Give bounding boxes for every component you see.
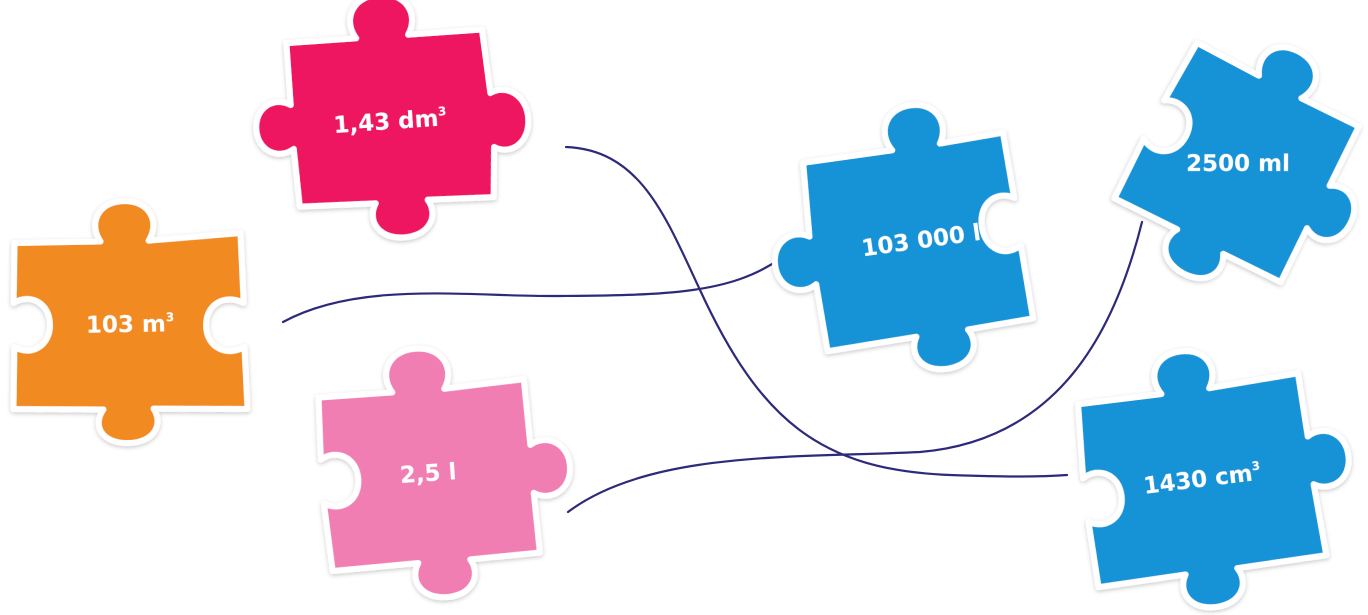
connection-line[interactable] xyxy=(564,145,1069,478)
puzzle-piece-shape xyxy=(10,198,251,447)
piece-label: 2500 ml xyxy=(1186,151,1290,177)
piece-label: 2,5 l xyxy=(399,459,457,489)
puzzle-piece-shape xyxy=(771,102,1037,373)
puzzle-piece[interactable]: 1,43 dm3 xyxy=(248,0,536,247)
puzzle-piece-shape xyxy=(1111,39,1362,286)
puzzle-piece-shape xyxy=(253,0,532,241)
puzzle-piece[interactable]: 2500 ml xyxy=(1097,7,1368,332)
piece-label: 103 m3 xyxy=(86,310,175,339)
puzzle-piece[interactable]: 1430 cm3 xyxy=(1069,333,1364,615)
connection-lines xyxy=(281,145,1144,514)
puzzle-piece-shape xyxy=(315,345,573,601)
puzzle-piece[interactable]: 103 m3 xyxy=(10,198,251,447)
connection-line[interactable] xyxy=(566,220,1144,514)
puzzle-piece[interactable]: 103 000 l xyxy=(756,93,1039,391)
puzzle-piece[interactable]: 2,5 l xyxy=(314,339,579,606)
puzzle-piece-shape xyxy=(1075,348,1352,611)
connection-line[interactable] xyxy=(281,256,783,324)
